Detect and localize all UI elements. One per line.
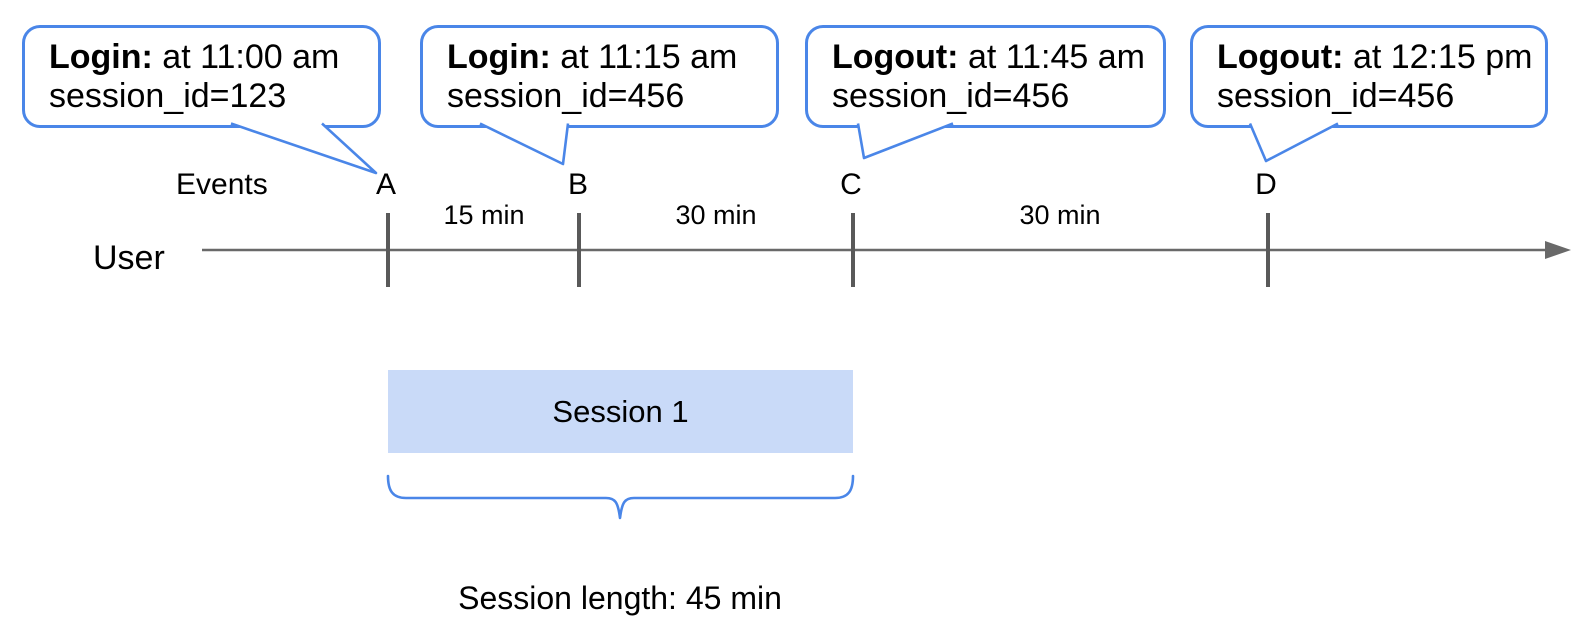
- event-type-label: Login:: [49, 38, 153, 76]
- callout-line-event: Login: at 11:15 am: [447, 38, 752, 77]
- callout-logout-d: Logout: at 12:15 pm session_id=456: [1190, 25, 1548, 128]
- callout-line-session: session_id=456: [1217, 77, 1455, 115]
- event-time-text: at 11:45 am: [958, 38, 1145, 76]
- session-1-box: Session 1: [388, 370, 853, 453]
- callout-line-event: Logout: at 11:45 am: [832, 38, 1145, 77]
- callout-line-event: Logout: at 12:15 pm: [1217, 38, 1533, 77]
- event-marker-d: D: [1255, 168, 1277, 201]
- callout-tail-a: [230, 122, 378, 175]
- user-axis-label: User: [93, 239, 165, 277]
- callout-login-b: Login: at 11:15 am session_id=456: [420, 25, 779, 128]
- callout-login-a: Login: at 11:00 am session_id=123: [22, 25, 381, 128]
- event-marker-a: A: [375, 168, 397, 201]
- session-1-label: Session 1: [552, 393, 689, 429]
- callout-tail-b: [479, 122, 570, 166]
- session-length-brace: [386, 474, 855, 520]
- event-marker-c: C: [840, 168, 862, 201]
- callout-tail-c: [856, 122, 954, 160]
- event-type-label: Logout:: [1217, 38, 1344, 76]
- callout-logout-c: Logout: at 11:45 am session_id=456: [805, 25, 1166, 128]
- session-length-label: Session length: 45 min: [458, 580, 782, 616]
- event-type-label: Login:: [447, 38, 551, 76]
- callout-line-event: Login: at 11:00 am: [49, 38, 354, 77]
- timeline-arrowhead-icon: [1545, 241, 1571, 259]
- interval-label-cd: 30 min: [1019, 200, 1101, 230]
- event-marker-b: B: [567, 168, 589, 201]
- event-time-text: at 11:15 am: [550, 38, 738, 76]
- event-time-text: at 12:15 pm: [1343, 38, 1533, 76]
- interval-label-ab: 15 min: [443, 200, 525, 230]
- event-time-text: at 11:00 am: [152, 38, 340, 76]
- callout-line-session: session_id=456: [447, 77, 685, 115]
- callout-line-session: session_id=123: [49, 77, 287, 115]
- callout-line-session: session_id=456: [832, 77, 1070, 115]
- events-row-label: Events: [176, 168, 268, 201]
- event-type-label: Logout:: [832, 38, 959, 76]
- callout-tail-d: [1248, 122, 1339, 163]
- interval-label-bc: 30 min: [675, 200, 757, 230]
